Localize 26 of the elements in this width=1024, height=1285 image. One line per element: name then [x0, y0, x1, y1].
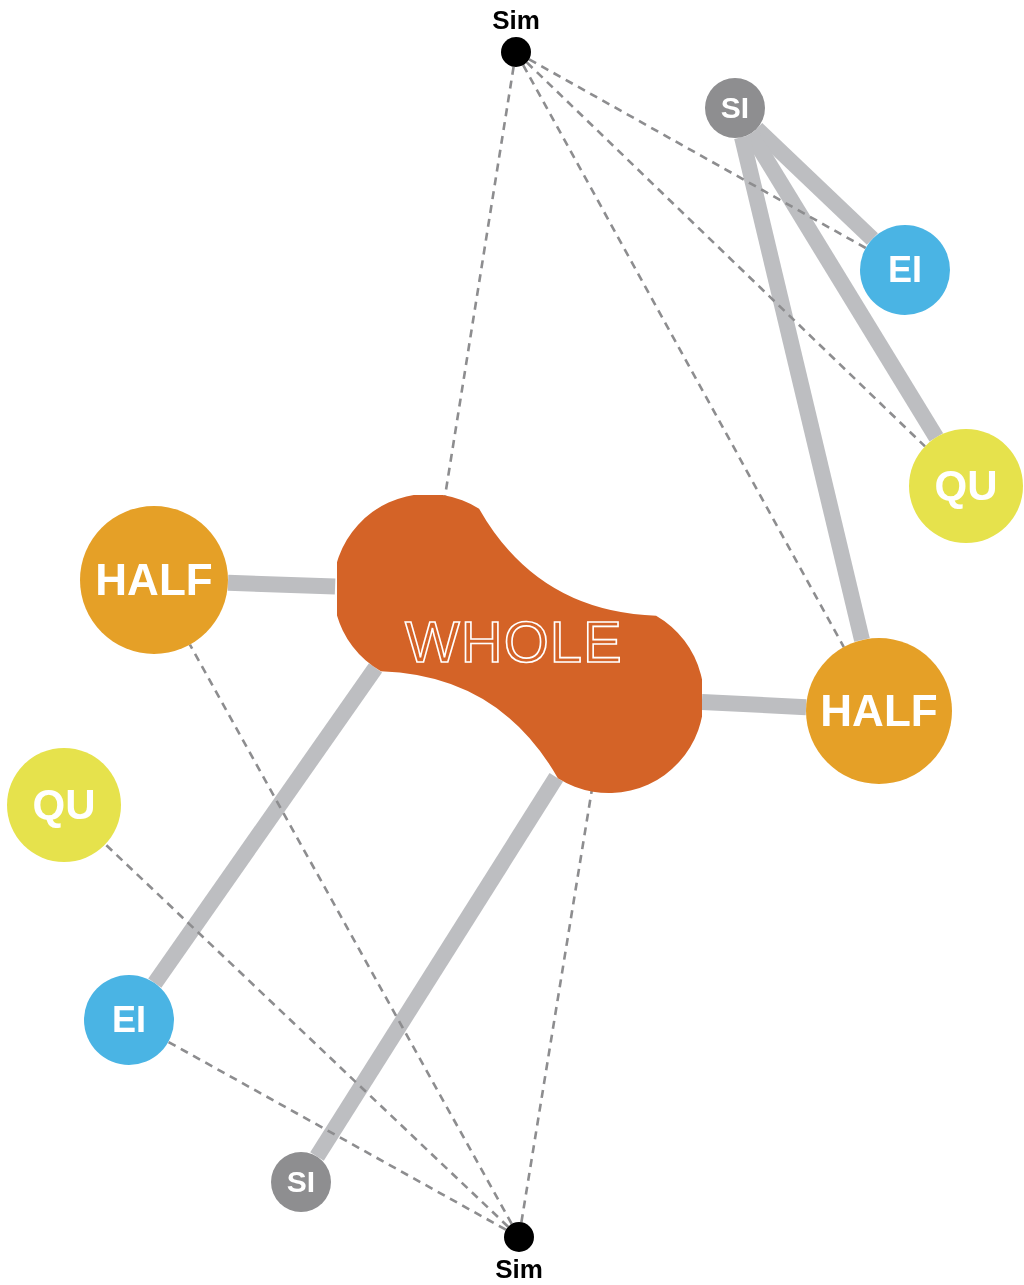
dashed-connector	[525, 61, 926, 448]
thick-connector	[148, 663, 383, 988]
node-label: QU	[934, 465, 998, 507]
node-label: QU	[32, 784, 96, 826]
dashed-connector	[167, 1040, 507, 1231]
dashed-connector	[522, 64, 845, 648]
dashed-connector	[528, 58, 867, 250]
thick-connector	[701, 693, 807, 716]
thick-connector	[310, 773, 564, 1161]
node-label: SI	[286, 1167, 316, 1197]
concept-circle	[271, 1152, 331, 1212]
node-label: HALF	[820, 689, 938, 733]
dashed-connector	[188, 644, 513, 1225]
node-label: SI	[720, 93, 750, 123]
concept-circle	[705, 78, 765, 138]
node-label: Sim	[492, 7, 540, 33]
thick-connector	[227, 574, 336, 595]
dashed-connector	[443, 66, 515, 497]
node-label: EI	[112, 1002, 146, 1038]
node-label: WHOLE	[405, 613, 623, 671]
node-label: EI	[888, 252, 922, 288]
dashed-connector	[104, 843, 509, 1228]
node-label: Sim	[495, 1256, 543, 1282]
thick-connector	[734, 135, 870, 642]
node-label: HALF	[95, 558, 213, 602]
dashed-connector	[520, 790, 593, 1223]
